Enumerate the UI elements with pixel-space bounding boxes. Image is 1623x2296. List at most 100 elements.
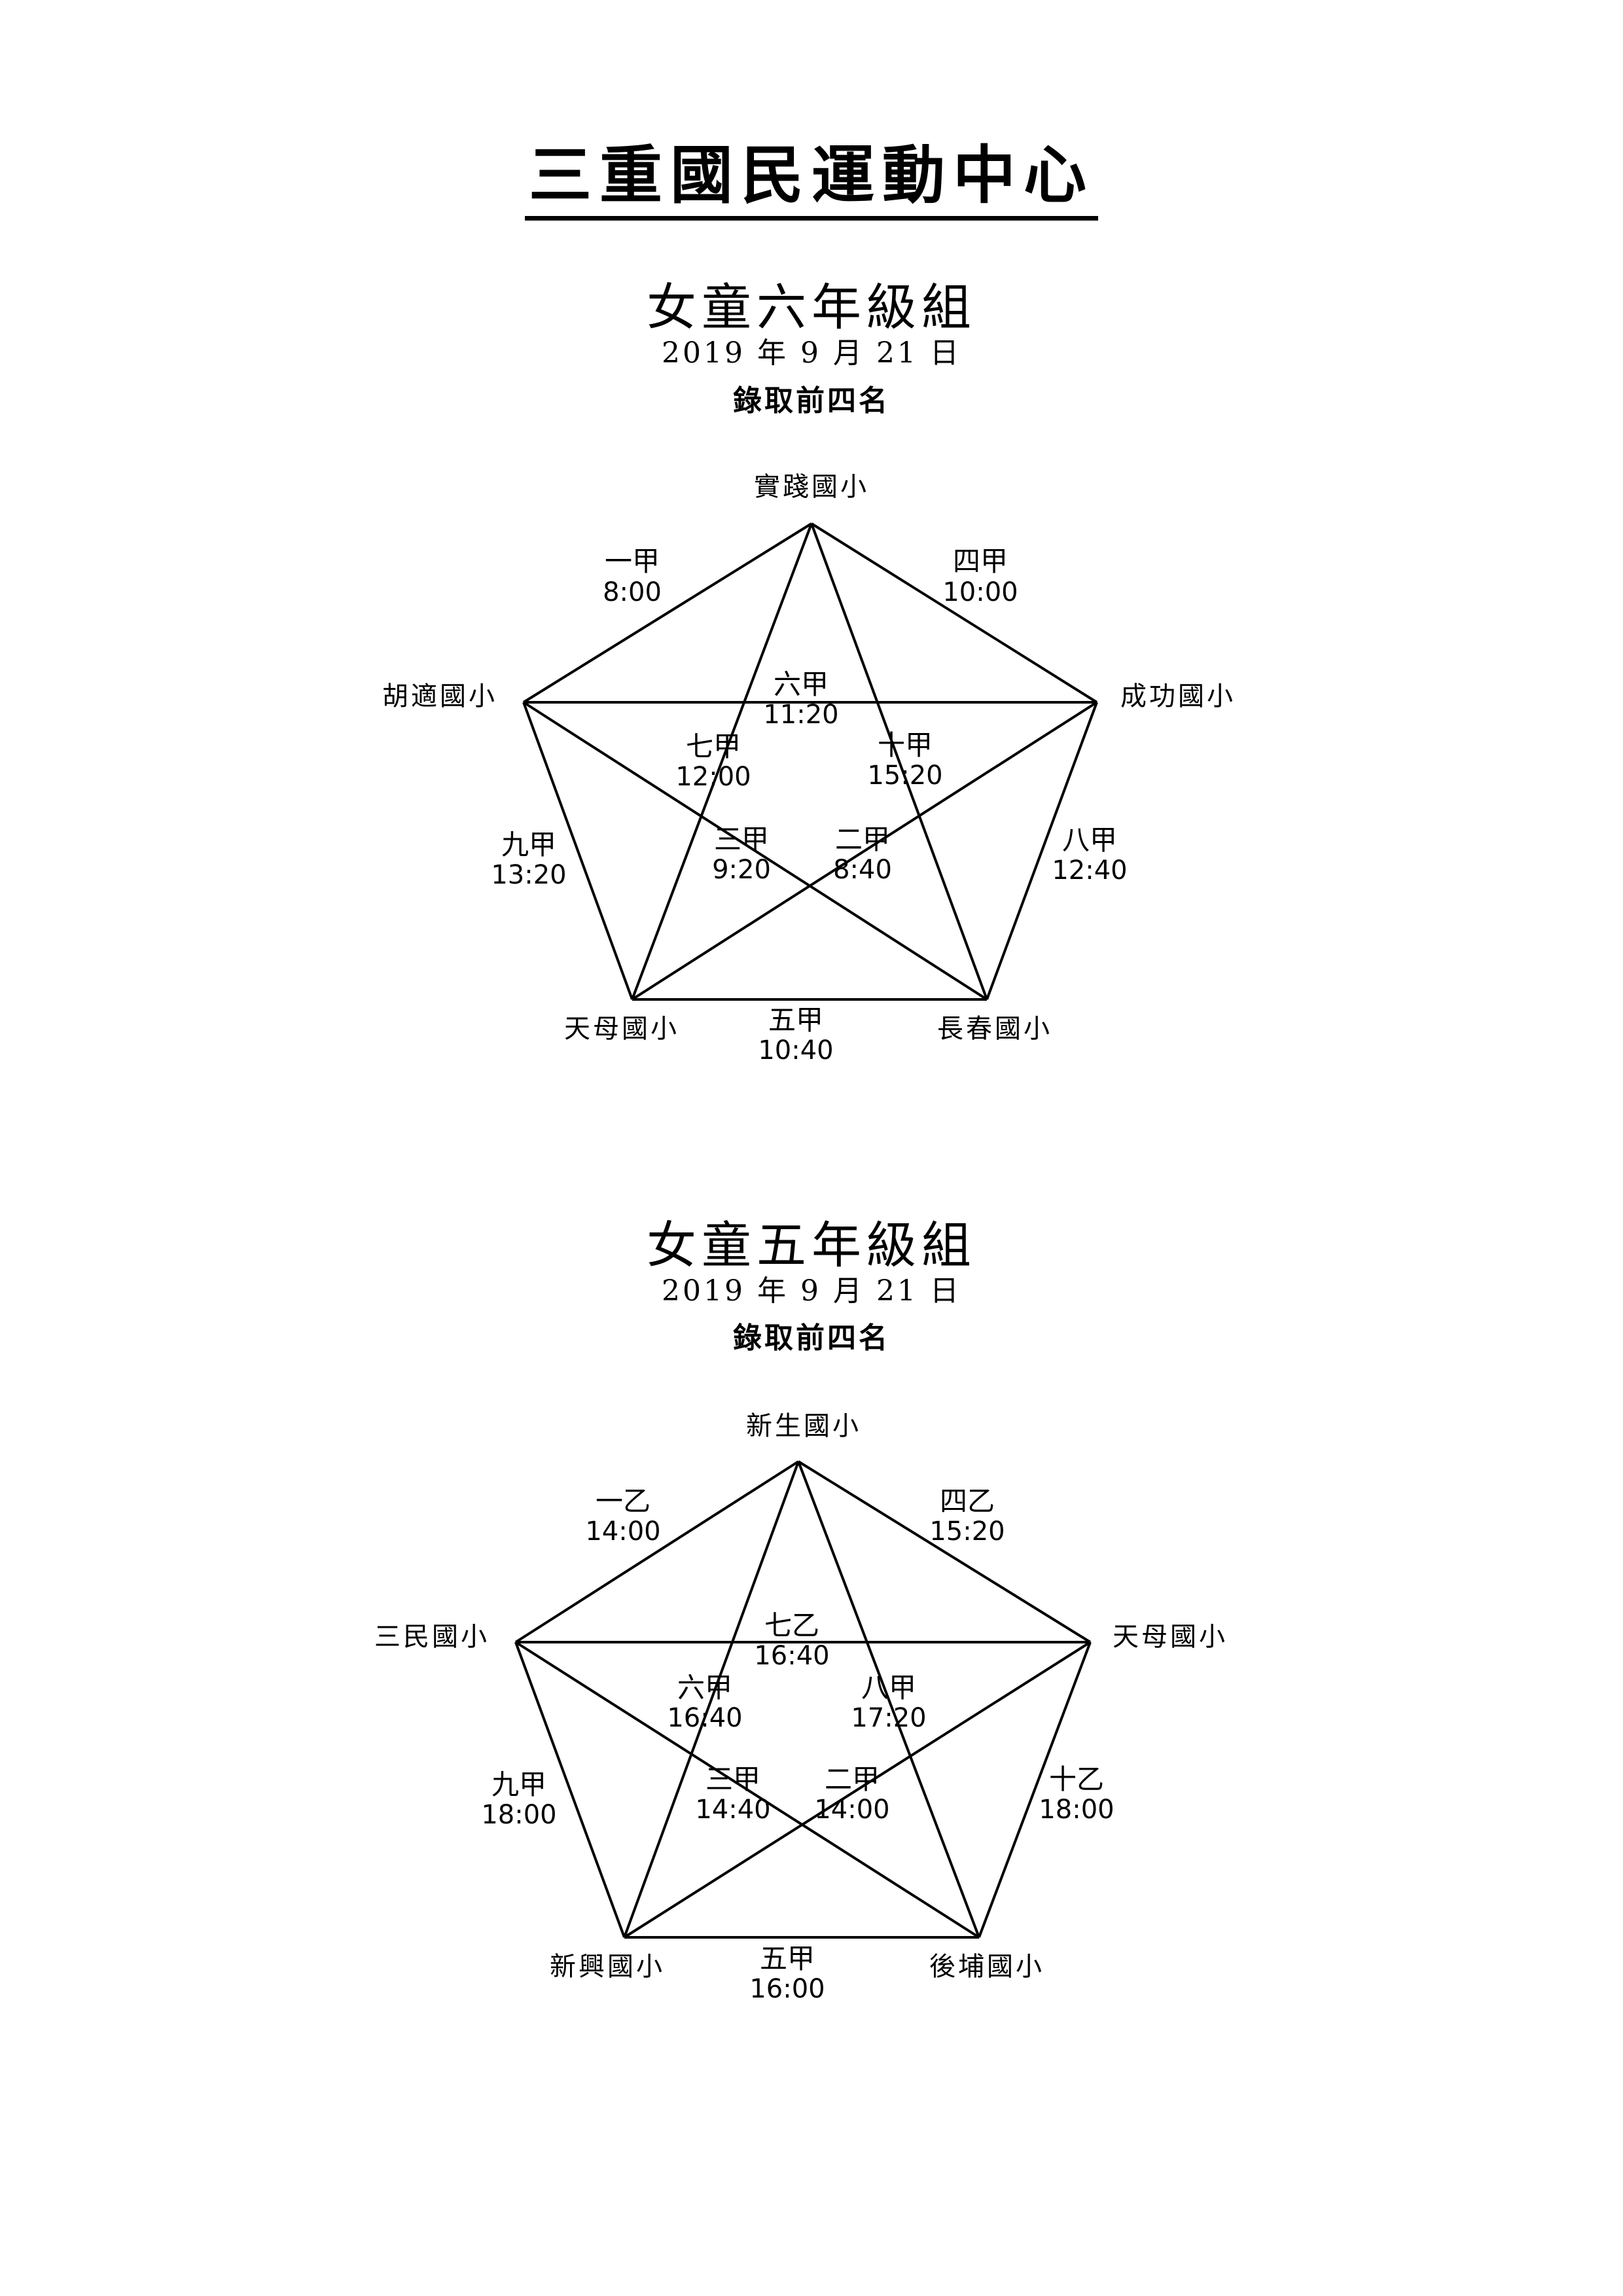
match-time: 14:00 [585,1516,660,1547]
match-7: 七甲 12:00 [675,730,751,792]
match-5: 五甲 10:40 [758,1004,833,1066]
school-top: 新生國小 [746,1411,861,1441]
match-label: 六甲 [774,668,829,700]
edge-top-right [810,522,1098,704]
school-bottom-left: 新興國小 [550,1952,665,1982]
page-title: 三重國民運動中心 [0,136,1623,221]
match-time: 13:20 [491,860,566,890]
match-8: 八甲 12:40 [1052,824,1127,886]
edge-left-bottomleft [522,702,633,1000]
match-label: 四乙 [940,1485,995,1517]
edge-top-right [797,1460,1092,1643]
match-time: 8:40 [833,855,892,885]
round-robin-diagram: 實踐國小 成功國小 長春國小 天母國小 胡適國小 一甲 8:00 二甲 8:40… [382,472,1236,1066]
edge-left-bottomright [514,1641,980,1939]
match-label: 六甲 [677,1672,732,1704]
group-date: 2019 年 9 月 21 日 [662,336,961,370]
match-10: 十甲 15:20 [867,729,942,791]
match-label: 三甲 [705,1763,760,1795]
school-bottom-right: 後埔國小 [929,1952,1044,1982]
match-4: 四乙 15:20 [929,1485,1005,1547]
match-10: 十乙 18:00 [1039,1763,1114,1825]
match-time: 10:40 [758,1035,833,1066]
school-right: 成功國小 [1120,681,1236,711]
edge-top-bottomleft [623,1461,800,1938]
match-label: 十甲 [878,729,933,761]
match-label: 三甲 [714,823,769,855]
match-3: 三甲 14:40 [695,1763,770,1825]
school-left: 三民國小 [374,1622,490,1652]
match-2: 二甲 14:00 [814,1763,889,1825]
match-9: 九甲 18:00 [481,1768,556,1830]
match-label: 七甲 [686,730,741,762]
edge-top-left [522,522,813,704]
match-label: 八甲 [1062,824,1117,856]
match-time: 17:20 [851,1703,926,1733]
match-time: 16:00 [749,1974,825,2004]
school-bottom-left: 天母國小 [564,1014,679,1044]
match-label: 七乙 [764,1609,819,1641]
match-9: 九甲 13:20 [491,829,566,890]
match-label: 九甲 [501,829,556,861]
edge-top-bottomright [797,1461,980,1938]
match-time: 18:00 [1039,1795,1114,1825]
round-robin-diagram: 新生國小 天母國小 後埔國小 新興國小 三民國小 一乙 14:00 二甲 14:… [374,1411,1228,2004]
match-label: 二甲 [825,1763,880,1795]
match-3: 三甲 9:20 [712,823,771,885]
match-time: 15:20 [929,1516,1005,1547]
group-title: 女童五年級組 [647,1216,976,1274]
match-1: 一乙 14:00 [585,1485,660,1547]
match-6: 六甲 16:40 [667,1672,742,1733]
school-bottom-right: 長春國小 [937,1014,1052,1044]
group-date: 2019 年 9 月 21 日 [662,1274,961,1308]
edge-right-bottomright [986,702,1098,1000]
match-time: 12:40 [1052,855,1127,886]
edge-left-bottomright [522,701,988,1001]
match-time: 18:00 [481,1800,556,1830]
match-label: 二甲 [835,823,890,855]
match-time: 15:20 [867,761,942,791]
school-top: 實踐國小 [754,472,869,502]
edge-top-left [514,1460,800,1643]
match-time: 14:00 [814,1795,889,1825]
match-6: 六甲 11:20 [763,668,838,730]
pentagon-edges [514,1460,1092,1939]
match-time: 10:00 [942,577,1018,607]
school-labels: 實踐國小 成功國小 長春國小 天母國小 胡適國小 [382,472,1236,1044]
edge-right-bottomright [978,1641,1092,1938]
group-note: 錄取前四名 [733,384,890,418]
match-2: 二甲 8:40 [833,823,892,885]
match-1: 一甲 8:00 [603,545,662,607]
match-8: 八甲 17:20 [851,1672,926,1733]
pentagon-edges [522,522,1098,1001]
match-time: 16:40 [667,1703,742,1733]
school-labels: 新生國小 天母國小 後埔國小 新興國小 三民國小 [374,1411,1228,1982]
school-right: 天母國小 [1113,1622,1228,1652]
group-title: 女童六年級組 [647,278,976,336]
match-5: 五甲 16:00 [749,1943,825,2004]
diagonal-edges [522,523,1098,1001]
edge-right-bottomleft [623,1641,1092,1939]
match-time: 11:20 [763,700,838,730]
match-label: 五甲 [768,1004,823,1036]
match-time: 14:40 [695,1795,770,1825]
diagonal-edges [514,1461,1092,1939]
edge-right-bottomleft [631,701,1098,1001]
match-label: 九甲 [491,1768,546,1801]
match-labels: 一乙 14:00 二甲 14:00 三甲 14:40 四乙 15:20 五甲 1… [481,1485,1114,2004]
match-labels: 一甲 8:00 二甲 8:40 三甲 9:20 四甲 10:00 五甲 10:4… [491,545,1127,1066]
school-left: 胡適國小 [382,681,497,711]
match-time: 16:40 [754,1641,829,1671]
match-label: 四甲 [953,545,1008,577]
match-time: 12:00 [675,762,751,792]
match-7: 七乙 16:40 [754,1609,829,1671]
match-label: 一乙 [596,1485,651,1517]
match-time: 8:00 [603,577,662,607]
edge-top-bottomleft [631,523,813,1000]
group-note: 錄取前四名 [733,1321,890,1355]
edge-top-bottomright [810,523,988,1000]
match-4: 四甲 10:00 [942,545,1018,607]
match-time: 9:20 [712,855,771,885]
edge-left-bottomleft [514,1641,626,1938]
match-label: 一甲 [605,545,660,577]
